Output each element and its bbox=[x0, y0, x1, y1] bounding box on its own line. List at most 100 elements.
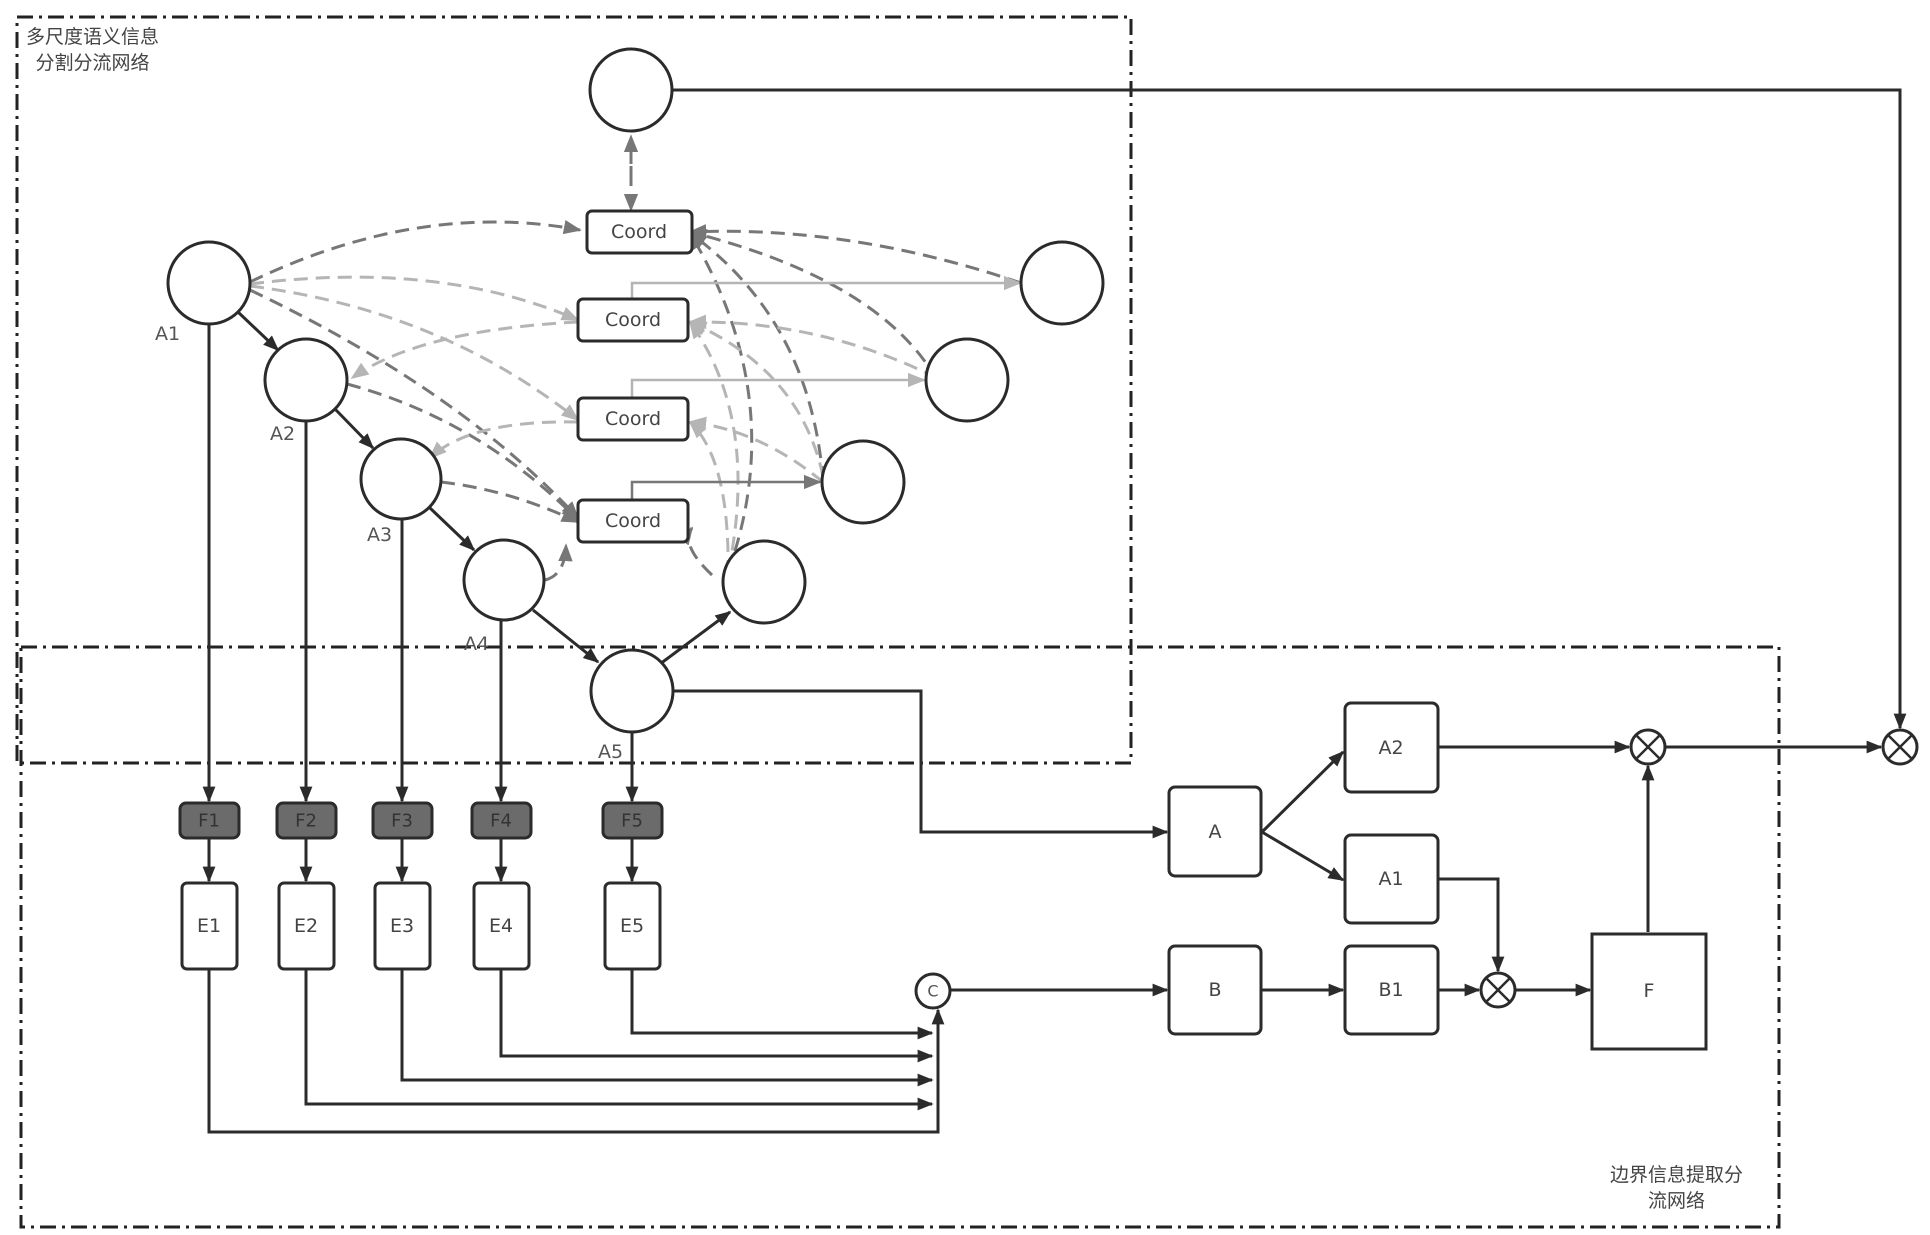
coord-edge bbox=[630, 275, 1022, 299]
concat-node[interactable]: C bbox=[914, 972, 952, 1010]
dashed-edge bbox=[688, 231, 754, 573]
node-top[interactable] bbox=[588, 47, 674, 133]
coord-box-3[interactable]: Coord bbox=[576, 396, 690, 442]
edge-top-to-output bbox=[672, 88, 1907, 730]
node-label-a5: A5 bbox=[598, 741, 623, 763]
multiply-icon bbox=[1635, 734, 1661, 760]
node-a5[interactable] bbox=[589, 648, 675, 734]
skip-connections bbox=[202, 324, 1883, 1134]
dashed-edge bbox=[688, 420, 730, 575]
coord-edge bbox=[630, 372, 926, 398]
feature-boxes: F1 F2 F3 F4 F5 bbox=[178, 801, 664, 840]
dashed-connections-light bbox=[249, 275, 938, 575]
edge-label: E4 bbox=[489, 915, 513, 937]
feature-label: F5 bbox=[621, 811, 643, 832]
encoder-nodes bbox=[166, 47, 1105, 734]
edge-boxes: E1 E2 E3 E4 E5 bbox=[180, 881, 662, 971]
dashed-connections-dark bbox=[249, 134, 1022, 582]
dashed-edge bbox=[688, 314, 938, 380]
edge-label: E5 bbox=[620, 915, 644, 937]
coord-box-2[interactable]: Coord bbox=[576, 297, 690, 343]
coord-box-1[interactable]: Coord bbox=[585, 209, 694, 255]
dashed-edge bbox=[688, 231, 825, 481]
coord-edge bbox=[630, 474, 822, 500]
node-right-3[interactable] bbox=[820, 439, 906, 525]
branch-label: A bbox=[1209, 821, 1222, 843]
fusion-label: F bbox=[1644, 980, 1655, 1002]
branch-box-b1[interactable]: B1 bbox=[1343, 944, 1440, 1036]
feature-label: F2 bbox=[295, 811, 317, 832]
coord-outputs bbox=[630, 275, 1022, 500]
node-a3[interactable] bbox=[359, 437, 443, 521]
feature-label: F1 bbox=[198, 811, 220, 832]
feature-box-f1[interactable]: F1 bbox=[178, 801, 241, 840]
region-label-line1: 边界信息提取分 bbox=[1610, 1164, 1744, 1186]
feature-label: F3 bbox=[391, 811, 413, 832]
branch-label: A1 bbox=[1378, 868, 1403, 890]
edge-a5-to-a bbox=[673, 689, 1169, 839]
node-label-a2: A2 bbox=[270, 423, 295, 445]
dashed-edge bbox=[688, 320, 825, 477]
region-label-boundary-network: 边界信息提取分 流网络 bbox=[1610, 1162, 1743, 1214]
node-right-1[interactable] bbox=[1019, 240, 1105, 326]
branch-label: A2 bbox=[1378, 737, 1403, 759]
coord-label: Coord bbox=[605, 408, 661, 430]
node-a4[interactable] bbox=[462, 538, 546, 622]
edge-a3-a4 bbox=[428, 506, 476, 552]
multiply-node-output[interactable] bbox=[1881, 728, 1919, 766]
edge-a2-a3 bbox=[333, 407, 375, 450]
dashed-edge bbox=[440, 480, 580, 524]
branch-box-b[interactable]: B bbox=[1167, 944, 1263, 1036]
dashed-edge bbox=[350, 320, 579, 380]
dashed-edge bbox=[249, 288, 580, 520]
edge-box-e4[interactable]: E4 bbox=[472, 881, 531, 971]
dashed-edge bbox=[249, 219, 582, 284]
edge-label: E3 bbox=[390, 915, 414, 937]
feature-box-f5[interactable]: F5 bbox=[601, 801, 664, 840]
feature-box-f3[interactable]: F3 bbox=[371, 801, 434, 840]
coord-box-4[interactable]: Coord bbox=[576, 498, 690, 544]
node-label-a3: A3 bbox=[367, 524, 392, 546]
coord-label: Coord bbox=[605, 309, 661, 331]
region-label-line2: 分割分流网络 bbox=[35, 52, 150, 74]
node-label-a4: A4 bbox=[464, 633, 489, 655]
multiply-node-1[interactable] bbox=[1479, 971, 1517, 1009]
branch-box-a2[interactable]: A2 bbox=[1343, 701, 1440, 794]
branch-box-a1[interactable]: A1 bbox=[1343, 833, 1440, 925]
edge-box-e2[interactable]: E2 bbox=[277, 881, 336, 971]
node-right-4[interactable] bbox=[721, 539, 807, 625]
multiply-icon bbox=[1887, 734, 1913, 760]
branch-label: B1 bbox=[1378, 979, 1403, 1001]
edge-box-e1[interactable]: E1 bbox=[180, 881, 239, 971]
edge-a5-up bbox=[659, 610, 732, 666]
dashed-edge bbox=[346, 382, 580, 522]
coord-label: Coord bbox=[605, 510, 661, 532]
dashed-edge bbox=[544, 543, 573, 582]
edge-a1-a2 bbox=[236, 310, 280, 352]
feature-box-f2[interactable]: F2 bbox=[275, 801, 338, 840]
branch-box-a[interactable]: A bbox=[1167, 785, 1263, 878]
node-right-2[interactable] bbox=[924, 337, 1010, 423]
region-label-line1: 多尺度语义信息 bbox=[26, 26, 160, 48]
node-a1[interactable] bbox=[166, 240, 252, 326]
dashed-edge bbox=[676, 526, 714, 577]
concat-symbol: C bbox=[927, 982, 938, 1001]
boundary-region-border bbox=[19, 645, 1781, 1229]
node-a2[interactable] bbox=[263, 337, 349, 423]
fusion-box-f[interactable]: F bbox=[1590, 932, 1708, 1051]
branch-label: B bbox=[1208, 979, 1221, 1001]
region-label-segmentation-network: 多尺度语义信息 分割分流网络 bbox=[26, 24, 159, 76]
multiply-node-2[interactable] bbox=[1629, 728, 1667, 766]
node-label-a1: A1 bbox=[155, 323, 180, 345]
multiply-icon bbox=[1485, 977, 1511, 1003]
dashed-edge bbox=[688, 320, 740, 573]
edge-box-e5[interactable]: E5 bbox=[603, 881, 662, 971]
dashed-edge bbox=[428, 420, 579, 460]
region-label-line2: 流网络 bbox=[1648, 1190, 1706, 1212]
dashed-edge bbox=[688, 228, 939, 381]
edge-box-e3[interactable]: E3 bbox=[373, 881, 432, 971]
feature-box-f4[interactable]: F4 bbox=[470, 801, 533, 840]
edge-a4-a5 bbox=[532, 608, 600, 664]
edge-label: E2 bbox=[294, 915, 318, 937]
